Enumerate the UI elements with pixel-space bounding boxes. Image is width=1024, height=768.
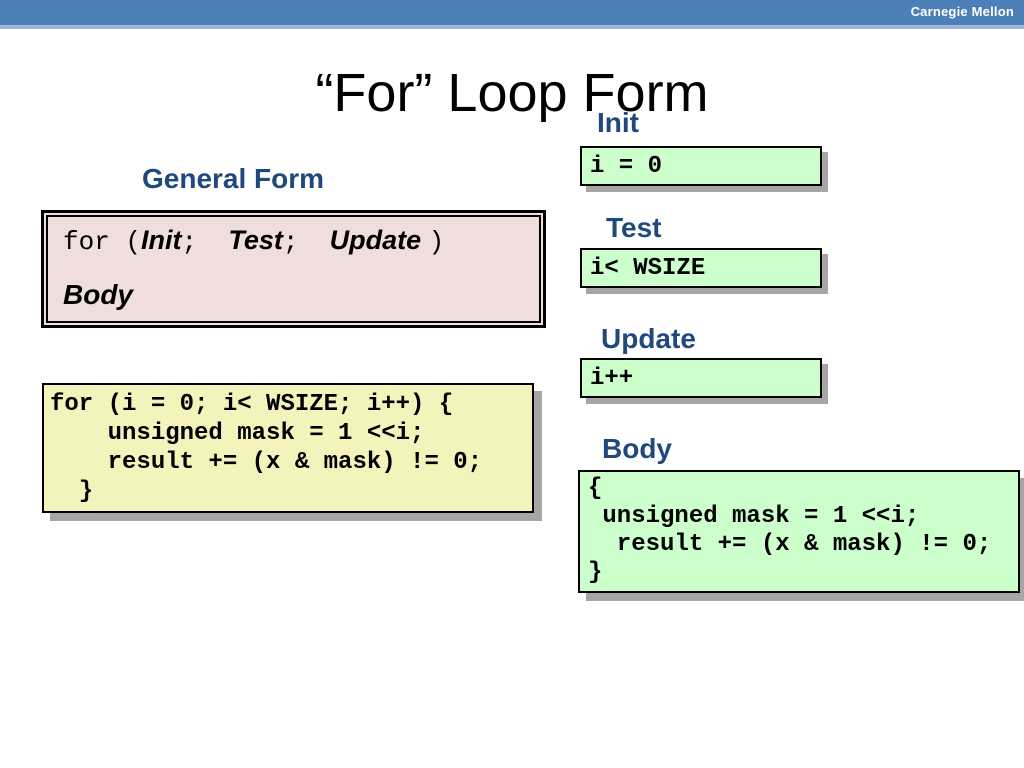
general-form-label: General Form (142, 163, 325, 194)
brand-text: Carnegie Mellon (910, 4, 1014, 19)
update-label: Update (601, 323, 696, 354)
update-code-box: i++ (580, 358, 822, 398)
slide-title: “For” Loop Form (315, 63, 709, 123)
general-form-box: for (Init; Test; Update ) Body (41, 210, 546, 328)
general-form-signature: for (Init; Test; Update ) (63, 225, 445, 257)
general-form-body-word: Body (63, 279, 133, 310)
init-code-box: i = 0 (580, 146, 822, 186)
init-label: Init (597, 107, 639, 138)
header-bar (0, 0, 1024, 25)
example-code-box: for (i = 0; i< WSIZE; i++) { unsigned ma… (42, 383, 534, 513)
general-form-box-inner: for (Init; Test; Update ) Body (46, 215, 541, 323)
body-label: Body (602, 433, 672, 464)
test-code-box: i< WSIZE (580, 248, 822, 288)
test-label: Test (606, 212, 662, 243)
header-bar-accent-strip (0, 25, 1024, 29)
body-code-box: { unsigned mask = 1 <<i; result += (x & … (578, 470, 1020, 593)
